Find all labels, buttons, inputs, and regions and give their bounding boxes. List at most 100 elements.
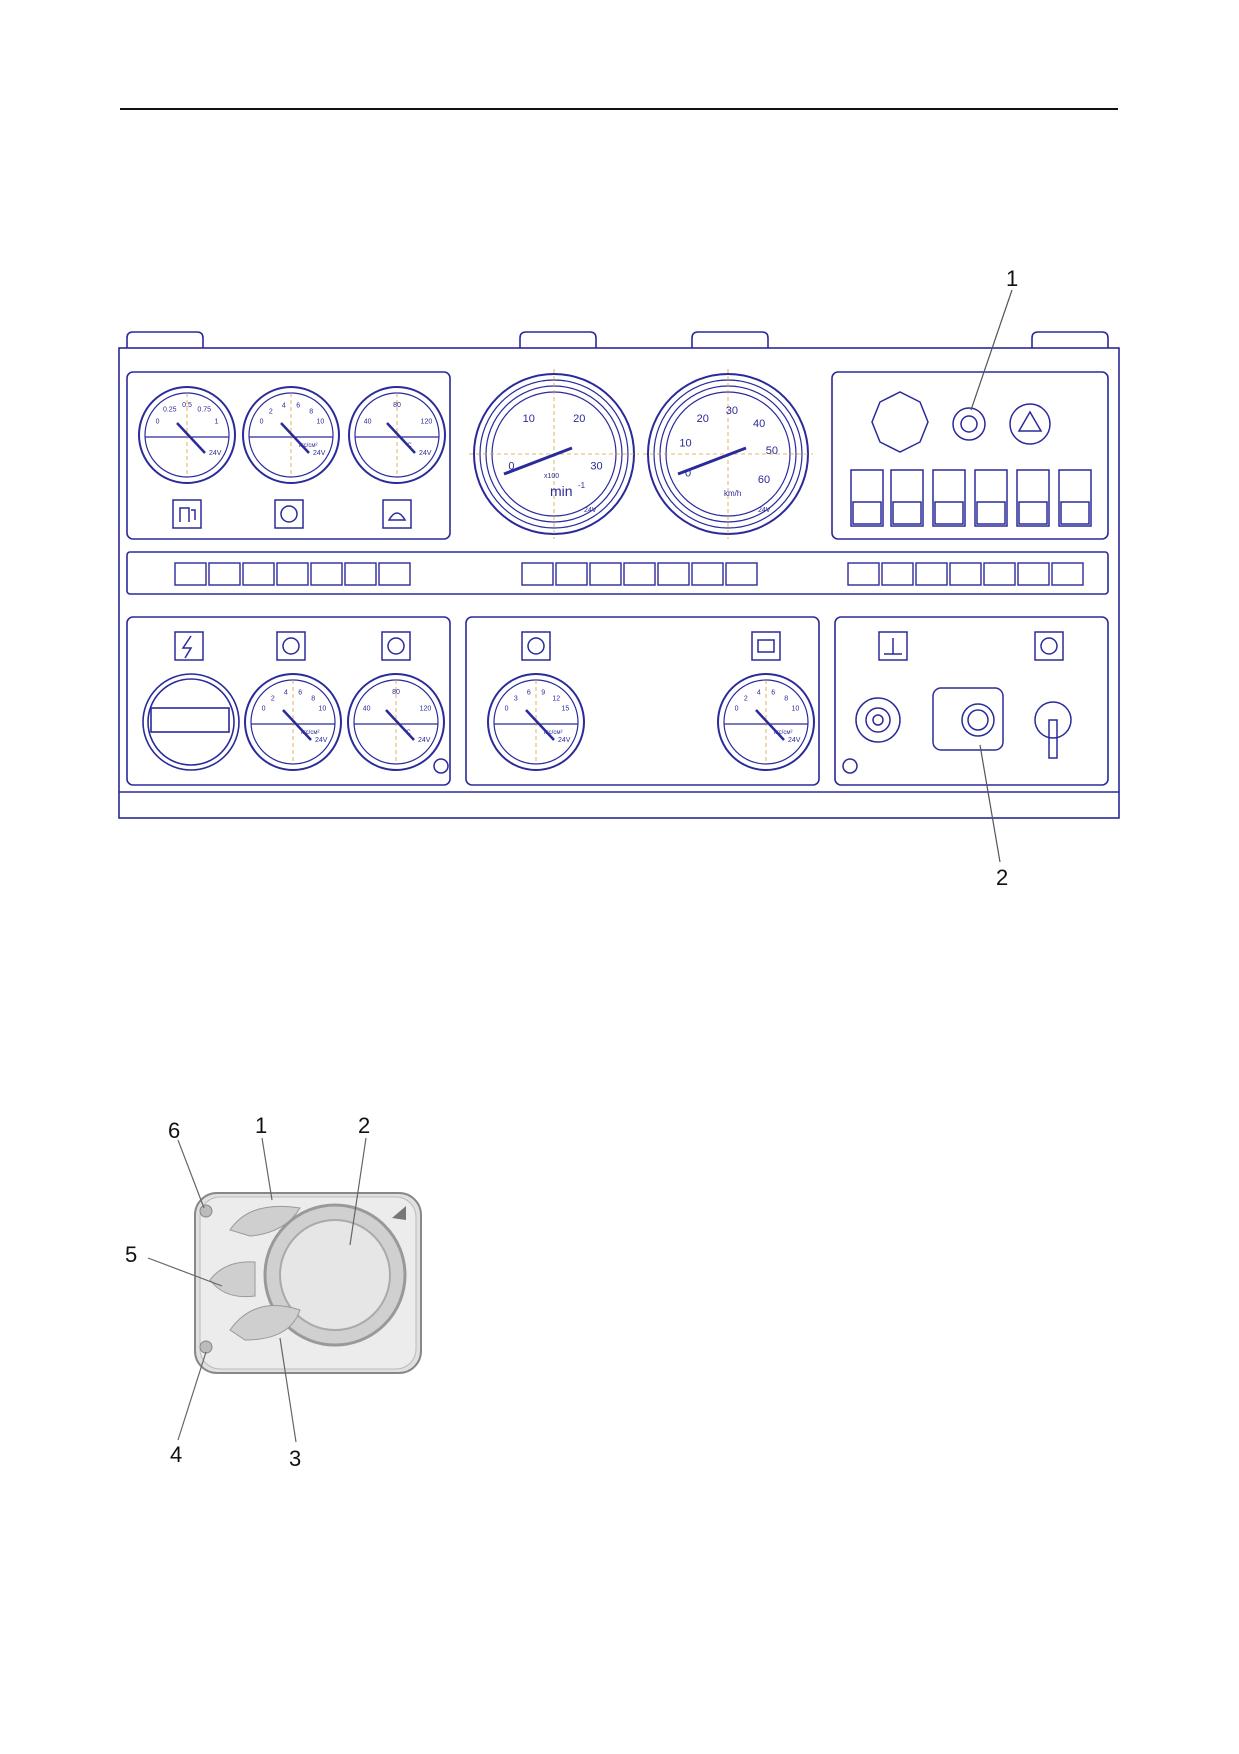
warning-lamp-cell <box>983 562 1016 586</box>
warning-lamp-cell <box>378 562 411 586</box>
warning-lamp-cell <box>881 562 914 586</box>
rocker-switch <box>1058 469 1092 527</box>
steering-icon <box>274 499 304 529</box>
callout-4: 4 <box>170 1442 182 1467</box>
gauge-tick-label: 50 <box>766 445 778 457</box>
callout-6: 6 <box>168 1118 180 1143</box>
gauge-unit: кгс/см² <box>301 730 319 736</box>
mount-tab <box>519 331 597 348</box>
gauge-tick-label: 9 <box>541 690 545 697</box>
gauge-tick-label: 10 <box>317 418 325 425</box>
lower-center-block <box>465 616 820 786</box>
warning-lamp-cell <box>915 562 948 586</box>
rocker-switch <box>932 469 966 527</box>
air-filter-icon <box>276 631 306 661</box>
gauge-voltage: 24V <box>313 450 326 457</box>
lower-left-block <box>126 616 451 786</box>
gauge-tick-label: 120 <box>420 705 432 712</box>
gauge-tick-label: 2 <box>269 408 273 415</box>
gauge-tick-label: 0 <box>735 705 739 712</box>
voltmeter-gauge <box>142 673 240 771</box>
rocker-switch <box>850 469 884 527</box>
upper-right-block <box>831 371 1109 540</box>
gauge-tick-label: 8 <box>311 695 315 702</box>
callout-5: 5 <box>125 1242 137 1267</box>
gauge-tick-label: 12 <box>552 695 560 702</box>
gauge-tick-label: 4 <box>757 690 761 697</box>
gauge-tick-label: 20 <box>573 413 585 425</box>
lightning-icon <box>174 631 204 661</box>
gauge-tick-label: 0.25 <box>163 406 177 413</box>
gauge-unit: кгс/см² <box>774 730 792 736</box>
gauge-unit: min <box>550 483 573 499</box>
warning-lamp-cell <box>1051 562 1084 586</box>
push-button-2-icon <box>855 697 901 743</box>
warning-lamp-cell <box>310 562 343 586</box>
temperature-knob <box>263 1203 407 1347</box>
gauge-tick-label: 8 <box>309 408 313 415</box>
gauge-tick-label: 40 <box>363 705 371 712</box>
gauge-voltage: 24V <box>419 450 432 457</box>
gauge-unit: кгс/см² <box>544 730 562 736</box>
gauge-tick-label: 80 <box>393 402 401 409</box>
gauge-tick-label: 8 <box>784 695 788 702</box>
warning-lamp-cell <box>344 562 377 586</box>
gauge-tick-label: 0 <box>260 418 264 425</box>
gauge-tick-label: 60 <box>758 474 770 486</box>
gauge-tick-label: 2 <box>271 695 275 702</box>
callout-2: 2 <box>358 1113 370 1138</box>
mount-tab <box>691 331 769 348</box>
gauge-tick-label: 0.75 <box>197 406 211 413</box>
fan-button <box>229 1305 301 1341</box>
gauge-unit: km/h <box>724 489 741 498</box>
gauge-tick-label: 0 <box>508 460 514 472</box>
gauge-tick-label: 4 <box>284 690 288 697</box>
warning-lamp-cell <box>521 562 554 586</box>
parking-brake-icon <box>878 631 908 661</box>
ground-symbol-icon <box>842 758 858 774</box>
mount-tab <box>126 331 204 348</box>
gauge-tick-label: 10 <box>523 413 535 425</box>
gauge-tick-label: 6 <box>298 690 302 697</box>
gauge-voltage: 24V <box>758 507 771 514</box>
gauge-tick-label: 3 <box>514 695 518 702</box>
gauge-voltage: 24V <box>558 737 571 744</box>
warning-lamp-cell <box>623 562 656 586</box>
gauge-tick-label: 10 <box>792 705 800 712</box>
hazard-button-icon <box>1009 403 1051 445</box>
transmission-icon <box>521 631 551 661</box>
gauge-tick-label: 30 <box>726 405 738 417</box>
fuel-icon <box>172 499 202 529</box>
warning-lamp-cell <box>725 562 758 586</box>
rocker-switch <box>890 469 924 527</box>
gauge-tick-label: 0 <box>262 705 266 712</box>
gauge-voltage: 24V <box>418 737 431 744</box>
indicator-light-bottom <box>199 1340 213 1354</box>
warning-lamp-cell <box>949 562 982 586</box>
gauge-voltage: 24V <box>584 507 597 514</box>
gauge-voltage: 24V <box>209 450 222 457</box>
gauge-tick-label: 2 <box>744 695 748 702</box>
gauge-multiplier: x100 <box>544 473 559 480</box>
gauge-tick-label: 6 <box>527 690 531 697</box>
lower-right-block <box>834 616 1109 786</box>
oil-pressure-icon <box>381 631 411 661</box>
gauge-unit: °C <box>405 443 412 449</box>
heater-control-unit <box>932 687 1004 751</box>
ignition-switch-icon <box>1034 701 1072 739</box>
warning-lamp-cell <box>174 562 207 586</box>
warning-lamp-cell <box>208 562 241 586</box>
panel-frame <box>118 347 1120 819</box>
gauge-tick-label: 0.5 <box>182 402 192 409</box>
gauge-tick-label: 15 <box>562 705 570 712</box>
warning-lamp-cell <box>691 562 724 586</box>
heat-button <box>229 1205 301 1237</box>
gauge-tick-label: 10 <box>319 705 327 712</box>
